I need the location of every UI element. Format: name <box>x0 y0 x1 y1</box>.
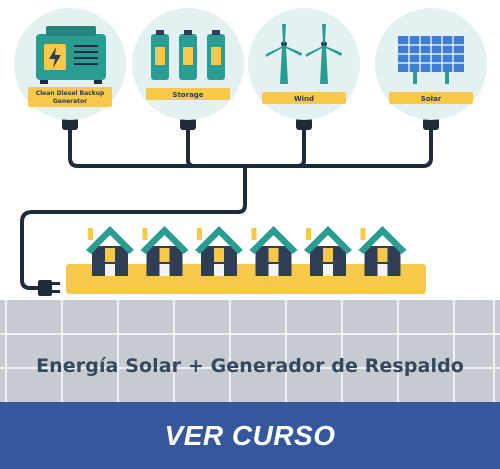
battery-storage-icon <box>151 30 225 80</box>
house-icon <box>140 226 189 276</box>
ver-curso-label: VER CURSO <box>164 419 336 451</box>
power-cables <box>20 128 433 290</box>
source-wind: Wind <box>248 8 360 120</box>
source-label-diesel-line2: Generator <box>53 98 87 105</box>
course-caption: Energía Solar + Generador de Respaldo <box>36 355 464 377</box>
wind-turbine-icon <box>266 24 342 84</box>
solar-panel-icon <box>398 36 464 84</box>
house-icon <box>304 226 352 276</box>
microgrid-illustration: Clean Diesel Backup Generator Storage <box>14 8 487 296</box>
power-plug-icon <box>38 280 60 296</box>
house-icon <box>195 226 243 276</box>
houses-row <box>86 226 407 276</box>
source-label-wind: Wind <box>294 95 314 103</box>
source-label-solar: Solar <box>421 95 442 103</box>
house-icon <box>86 226 134 276</box>
ver-curso-button[interactable]: VER CURSO <box>0 402 500 469</box>
source-diesel-generator: Clean Diesel Backup Generator <box>14 8 126 120</box>
source-label-diesel-line1: Clean Diesel Backup <box>36 90 105 97</box>
diesel-generator-icon <box>36 26 106 84</box>
source-label-storage: Storage <box>172 91 203 99</box>
house-icon <box>249 226 298 276</box>
house-icon <box>358 226 407 276</box>
source-storage: Storage <box>132 8 244 120</box>
source-solar: Solar <box>375 8 487 120</box>
solar-panel-banner <box>0 300 500 402</box>
